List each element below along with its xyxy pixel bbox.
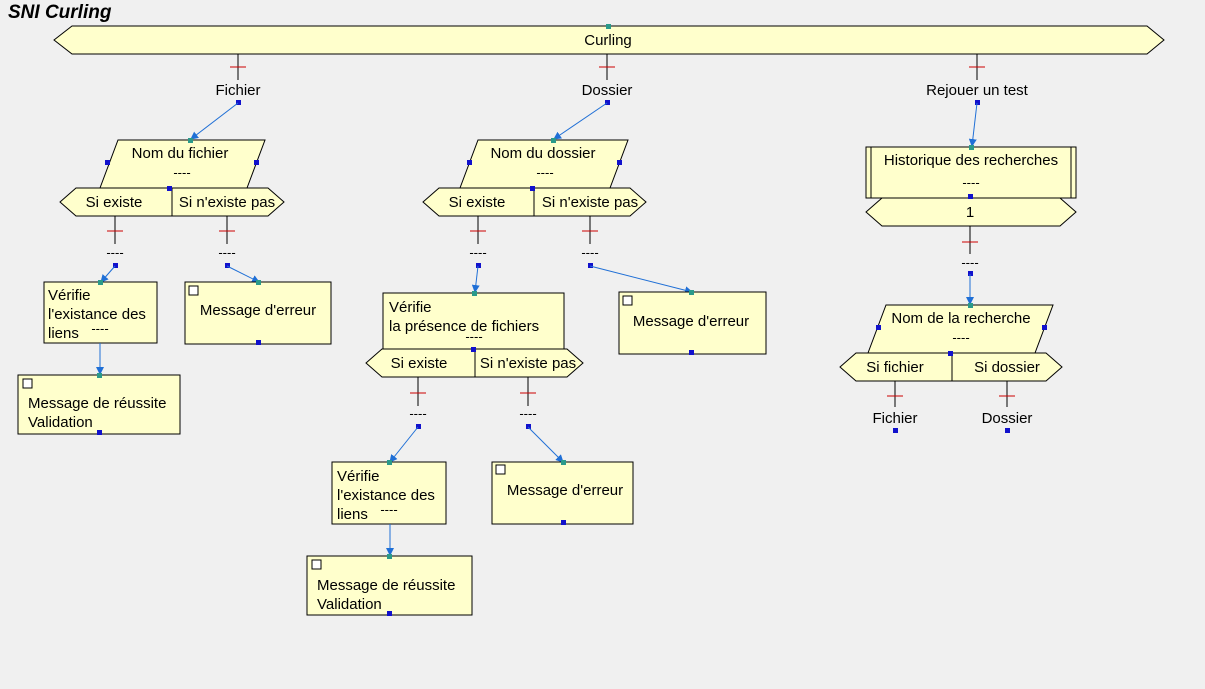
- condition2-node-dossier[interactable]: Si existe Si n'existe pas: [365, 347, 584, 378]
- error-label-fichier: Message d'erreur: [200, 302, 316, 319]
- condition-node-rejouer[interactable]: Si fichier Si dossier: [839, 351, 1063, 382]
- branch-label-rejouer[interactable]: Rejouer un test: [926, 82, 1029, 99]
- verify-node-dossier[interactable]: Vérifie l'existance des liens ----: [331, 460, 447, 525]
- success-line-1: Message de réussite: [317, 577, 455, 594]
- error2-label-dossier: Message d'erreur: [507, 482, 623, 499]
- success-node-dossier[interactable]: Message de réussite Validation: [306, 554, 473, 616]
- history-node-rejouer[interactable]: Historique des recherches ----: [865, 145, 1077, 199]
- condition-node-dossier[interactable]: Si existe Si n'existe pas: [422, 186, 647, 217]
- path-placeholder-dossier-no: ----: [581, 245, 598, 260]
- history-placeholder: ----: [962, 175, 979, 190]
- cond2-yes-dossier: Si existe: [391, 355, 448, 372]
- root-label: Curling: [584, 32, 632, 49]
- verify-files-node-dossier[interactable]: Vérifie la présence de fichiers ----: [382, 291, 565, 350]
- path-placeholder-fichier-yes: ----: [106, 245, 123, 260]
- cond2-no-dossier: Si n'existe pas: [480, 355, 576, 372]
- cond-no-fichier: Si n'existe pas: [179, 194, 275, 211]
- error-node-fichier[interactable]: Message d'erreur: [184, 280, 332, 345]
- success-line-2: Validation: [28, 414, 93, 431]
- success-node-fichier[interactable]: Message de réussite Validation: [17, 373, 181, 435]
- input-label-fichier: Nom du fichier: [132, 145, 229, 162]
- verify-line-3: liens: [337, 506, 368, 523]
- checkbox-icon[interactable]: [495, 464, 506, 475]
- history-label: Historique des recherches: [884, 152, 1058, 169]
- error-node-dossier[interactable]: Message d'erreur: [618, 290, 767, 355]
- checkbox-icon[interactable]: [311, 559, 322, 570]
- input-node-dossier[interactable]: Nom du dossier ----: [459, 138, 629, 189]
- verify-text-dossier: Vérifie l'existance des liens: [337, 468, 439, 523]
- input-placeholder-fichier: ----: [173, 165, 190, 180]
- path-placeholder-fichier-no: ----: [218, 245, 235, 260]
- success-text-dossier: Message de réussite Validation: [317, 577, 460, 613]
- condition-node-fichier[interactable]: Si existe Si n'existe pas: [59, 186, 285, 217]
- success-line-1: Message de réussite: [28, 395, 166, 412]
- verify-files-placeholder: ----: [465, 329, 482, 344]
- verify-line-1: Vérifie: [48, 287, 91, 304]
- verify-line-2: l'existance des: [48, 306, 146, 323]
- loop-node-rejouer[interactable]: 1: [865, 194, 1077, 227]
- cond-yes-dossier: Si existe: [449, 194, 506, 211]
- checkbox-icon[interactable]: [622, 295, 633, 306]
- verify-placeholder-fichier: ----: [91, 321, 108, 336]
- input-label-dossier: Nom du dossier: [490, 145, 595, 162]
- cond-yes-rejouer: Si fichier: [866, 359, 924, 376]
- verify-node-fichier[interactable]: Vérifie l'existance des liens ----: [43, 280, 158, 344]
- cond-no-rejouer: Si dossier: [974, 359, 1040, 376]
- path-placeholder-dossier2-yes: ----: [409, 406, 426, 421]
- verify-line-3: liens: [48, 325, 79, 342]
- error-label-dossier: Message d'erreur: [633, 313, 749, 330]
- diagram-title: SNI Curling: [8, 2, 112, 23]
- loop-label: 1: [966, 204, 974, 221]
- cond-yes-fichier: Si existe: [86, 194, 143, 211]
- branch-label-dossier[interactable]: Dossier: [582, 82, 633, 99]
- checkbox-icon[interactable]: [22, 378, 33, 389]
- verify-files-text: Vérifie la présence de fichiers: [389, 299, 539, 335]
- input-placeholder-rejouer: ----: [952, 330, 969, 345]
- path-placeholder-rejouer: ----: [961, 255, 978, 270]
- input-placeholder-dossier: ----: [536, 165, 553, 180]
- leaf-dossier-rejouer[interactable]: Dossier: [982, 410, 1033, 427]
- verify-line-1: Vérifie: [337, 468, 380, 485]
- input-node-fichier[interactable]: Nom du fichier ----: [99, 138, 266, 189]
- path-placeholder-dossier-yes: ----: [469, 245, 486, 260]
- input-node-rejouer[interactable]: Nom de la recherche ----: [867, 303, 1054, 354]
- path-placeholder-dossier2-no: ----: [519, 406, 536, 421]
- verify-line-2: l'existance des: [337, 487, 435, 504]
- checkbox-icon[interactable]: [188, 285, 199, 296]
- input-label-rejouer: Nom de la recherche: [891, 310, 1030, 327]
- leaf-fichier-rejouer[interactable]: Fichier: [872, 410, 917, 427]
- verify-files-line-1: Vérifie: [389, 299, 432, 316]
- success-line-2: Validation: [317, 596, 382, 613]
- verify-placeholder-dossier: ----: [380, 502, 397, 517]
- success-text-fichier: Message de réussite Validation: [28, 395, 171, 431]
- verify-files-line-2: la présence de fichiers: [389, 318, 539, 335]
- root-node[interactable]: Curling: [53, 24, 1165, 55]
- branch-label-fichier[interactable]: Fichier: [215, 82, 260, 99]
- cond-no-dossier: Si n'existe pas: [542, 194, 638, 211]
- verify-text-fichier: Vérifie l'existance des liens: [48, 287, 150, 342]
- error2-node-dossier[interactable]: Message d'erreur: [491, 460, 634, 525]
